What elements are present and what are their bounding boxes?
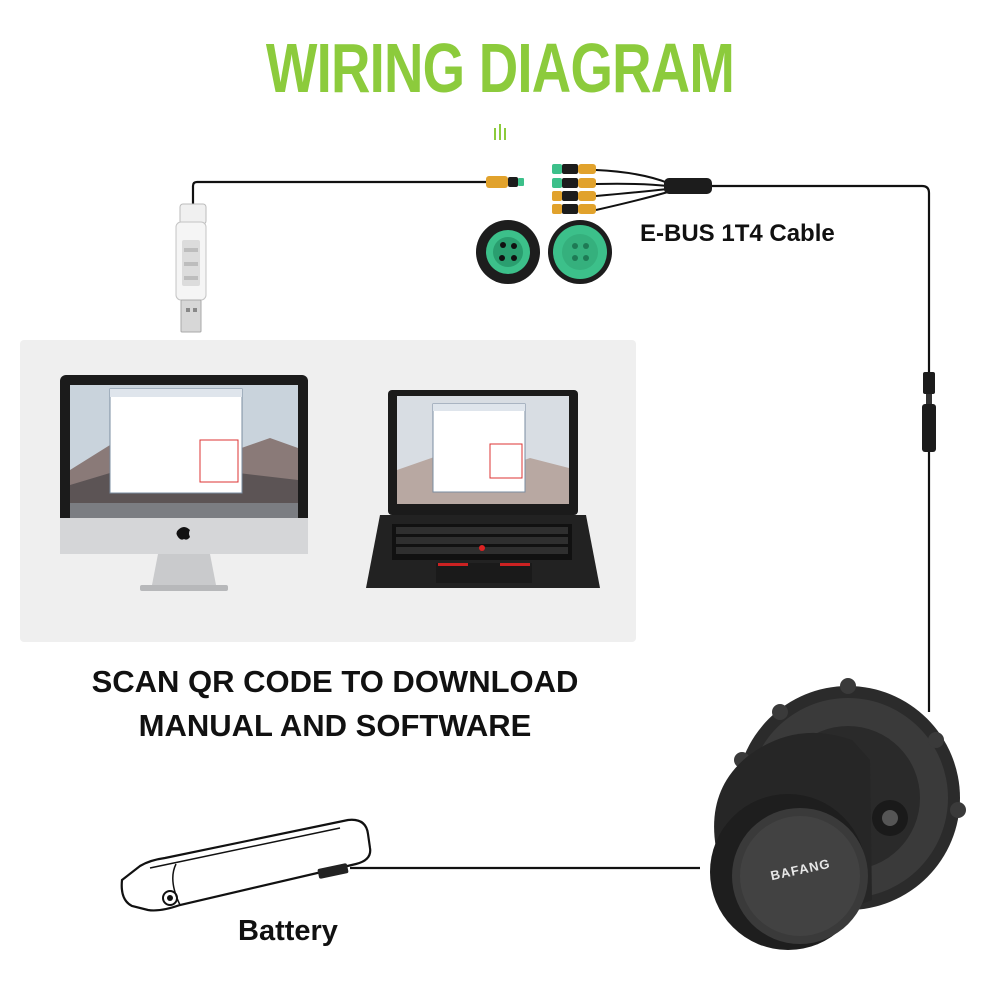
download-instructions: SCAN QR CODE TO DOWNLOAD MANUAL AND SOFT… (50, 660, 620, 748)
splitter-connectors-icon (552, 164, 712, 214)
inline-fuse-icon (922, 372, 936, 452)
ebus-cable-right-line (712, 184, 931, 372)
battery-label: Battery (238, 915, 338, 947)
male-connector-face-icon (548, 220, 612, 284)
female-connector-face-icon (476, 220, 540, 284)
instructions-line-1: SCAN QR CODE TO DOWNLOAD (91, 664, 579, 699)
single-connector-icon (486, 176, 524, 188)
mid-drive-motor-icon (710, 678, 966, 950)
usb-cable-line (191, 180, 486, 212)
battery-pack-icon (120, 818, 372, 912)
instructions-line-2: MANUAL AND SOFTWARE (138, 708, 532, 743)
laptop-computer-icon (366, 390, 600, 588)
desktop-computer-icon (60, 375, 308, 591)
diagram-title: WIRING DIAGRAM (265, 29, 735, 107)
usb-dongle-icon (175, 203, 207, 333)
cable-label: E-BUS 1T4 Cable (640, 220, 835, 247)
cable-lines (191, 180, 931, 870)
pin-marker-icon (494, 124, 506, 140)
